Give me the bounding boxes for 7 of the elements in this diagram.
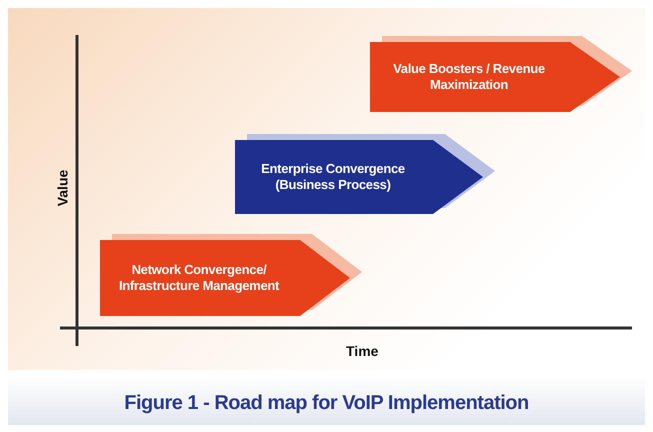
banner-label: Enterprise Convergence (Business Process) [260, 160, 406, 194]
arrow-banner [235, 134, 495, 214]
banner-label: Value Boosters / Revenue Maximization [392, 60, 546, 94]
axis-label: Time [346, 343, 378, 359]
axis-label: Value [54, 170, 70, 206]
banner-label: Network Convergence/ Infrastructure Management [118, 262, 280, 294]
figure-caption: Figure 1 - Road map for VoIP Implementation [124, 392, 529, 414]
